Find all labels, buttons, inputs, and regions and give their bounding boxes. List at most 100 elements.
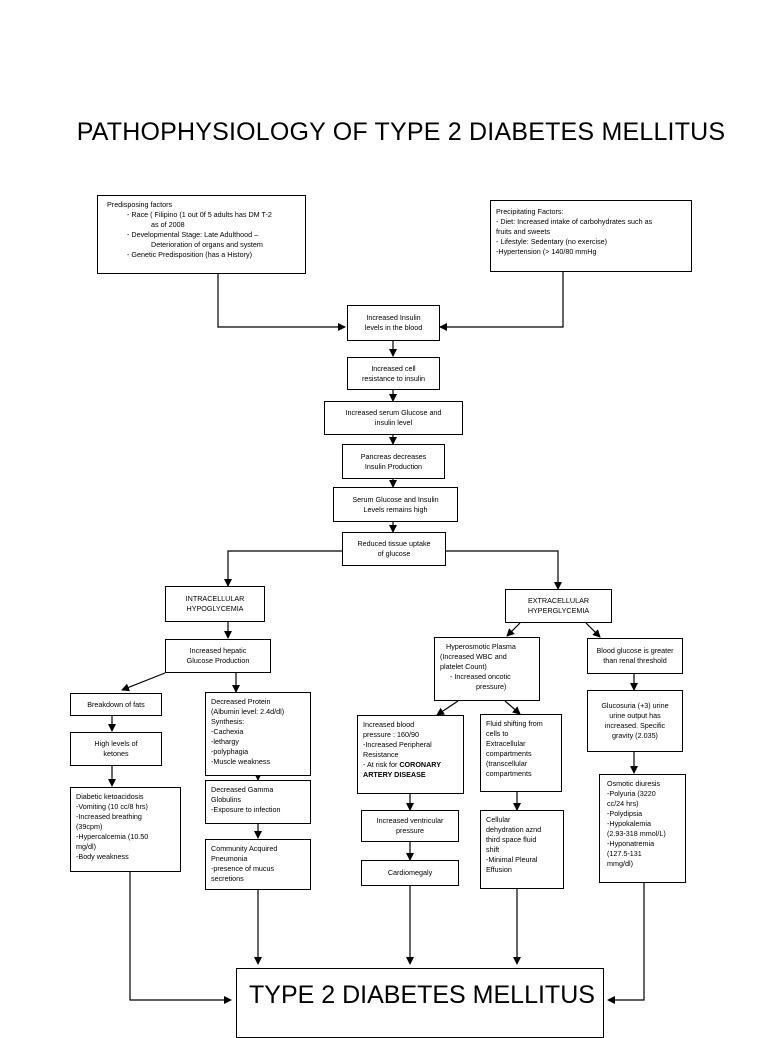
cardiomegaly-box: Cardiomegaly bbox=[361, 860, 459, 886]
fluid-shifting-box: Fluid shifting from cells to Extracellul… bbox=[480, 714, 562, 792]
pancreas-box: Pancreas decreases Insulin Production bbox=[342, 444, 445, 479]
node-text: (Albumin level: 2.4d/dl) bbox=[211, 707, 285, 716]
ketones-box: High levels of ketones bbox=[70, 732, 162, 766]
ventricular-pressure-box: Increased ventricular pressure bbox=[361, 810, 459, 842]
node-text: - At risk for CORONARY bbox=[363, 760, 458, 770]
node-text: cells to bbox=[486, 729, 509, 738]
node-text: -Increased breathing bbox=[76, 812, 142, 821]
node-text: -Polyuria (3220 bbox=[607, 789, 656, 798]
precipitating-heading: Precipitating Factors: bbox=[496, 207, 564, 216]
node-text: Hyperosmotic Plasma bbox=[446, 642, 516, 651]
node-text: -Exposure to infection bbox=[211, 805, 281, 814]
node-text: (2.93-318 mmol/L) bbox=[607, 829, 666, 838]
node-text: Community Acquired bbox=[211, 844, 278, 853]
node-text: Cardiomegaly bbox=[387, 868, 433, 877]
hyperosmotic-plasma-box: Hyperosmotic Plasma (Increased WBC and p… bbox=[434, 637, 540, 701]
cellular-dehydration-box: Cellular dehydration aznd third space fl… bbox=[480, 810, 564, 889]
node-text: (transcellular bbox=[486, 759, 528, 768]
node-text: Increased hepatic bbox=[189, 646, 247, 655]
glucose-insulin-high-box: Serum Glucose and Insulin Levels remains… bbox=[333, 487, 458, 522]
arrow-to-intracellular bbox=[224, 550, 342, 587]
node-text: pressure bbox=[396, 826, 424, 835]
node-text: (127.5-131 bbox=[607, 849, 642, 858]
final-outcome-text: TYPE 2 DIABETES MELLITUS bbox=[249, 981, 595, 1009]
glucosuria-box: Glucosuria (+3) urine urine output has i… bbox=[587, 690, 683, 752]
node-text: resistance to insulin bbox=[361, 373, 426, 383]
node-text: levels in the blood bbox=[364, 323, 423, 332]
node-text: gravity (2.035) bbox=[612, 731, 658, 740]
intracellular-hypoglycemia-box: INTRACELLULAR HYPOGLYCEMIA bbox=[165, 586, 265, 622]
node-text: -Cachexia bbox=[211, 727, 244, 736]
arrow-osmotic-to-final bbox=[607, 883, 645, 1004]
node-text: Decreased Gamma bbox=[211, 785, 274, 794]
osmotic-diuresis-box: Osmotic diuresis -Polyuria (3220 cc/24 h… bbox=[599, 774, 686, 883]
node-text: Decreased Protein bbox=[211, 697, 271, 706]
predisposing-factors-box: Predisposing factors - Race ( Filipino (… bbox=[97, 195, 306, 274]
predisposing-heading: Predisposing factors bbox=[107, 200, 173, 209]
node-text: Insulin Production bbox=[364, 461, 423, 471]
precipitating-line: - Lifestyle: Sedentary (no exercise) bbox=[496, 237, 608, 246]
node-text: platelet Count) bbox=[440, 662, 487, 671]
node-text: -presence of mucus bbox=[211, 864, 275, 873]
blood-pressure-box: Increased blood pressure : 160/90 -Incre… bbox=[357, 715, 464, 794]
node-text: EXTRACELLULAR bbox=[527, 596, 590, 605]
node-text: INTRACELLULAR bbox=[185, 594, 245, 603]
node-text: Fluid shifting from bbox=[486, 719, 543, 728]
node-text: compartments bbox=[486, 749, 532, 758]
node-text: -Vomiting (10 cc/8 hrs) bbox=[76, 802, 148, 811]
node-text: Globulins bbox=[211, 795, 241, 804]
node-text: urine output has bbox=[609, 711, 661, 720]
extracellular-hyperglycemia-box: EXTRACELLULAR HYPERGLYCEMIA bbox=[505, 589, 612, 623]
page-title: PATHOPHYSIOLOGY OF TYPE 2 DIABETES MELLI… bbox=[76, 118, 726, 146]
node-text: shift bbox=[486, 845, 500, 854]
gamma-globulins-box: Decreased Gamma Globulins -Exposure to i… bbox=[205, 780, 311, 824]
node-text: -Minimal Pleural bbox=[486, 855, 538, 864]
node-text: compartments bbox=[486, 769, 532, 778]
node-text: High levels of bbox=[94, 739, 138, 748]
risk-bold-text: CORONARY bbox=[399, 760, 442, 769]
node-text: than renal threshold bbox=[603, 656, 667, 665]
node-text: Synthesis: bbox=[211, 717, 245, 726]
node-text: of glucose bbox=[377, 549, 411, 558]
node-text: Glucose Production bbox=[186, 656, 250, 665]
node-text: -Polydipsia bbox=[607, 809, 643, 818]
node-text: Extracellular bbox=[486, 739, 526, 748]
predisposing-line: - Genetic Predisposition (has a History) bbox=[127, 250, 253, 259]
node-text: Osmotic diuresis bbox=[607, 779, 661, 788]
decreased-protein-box: Decreased Protein (Albumin level: 2.4d/d… bbox=[205, 692, 311, 776]
node-text: Increased ventricular bbox=[376, 816, 444, 825]
node-text: -Body weakness bbox=[76, 852, 129, 861]
node-text: pressure) bbox=[476, 682, 507, 691]
precipitating-line: - Diet: Increased intake of carbohydrate… bbox=[496, 217, 653, 226]
arrow-predisposing-to-insulin bbox=[217, 274, 346, 331]
node-text: third space fluid bbox=[486, 835, 537, 844]
arrow-to-fats bbox=[121, 672, 166, 692]
node-text: -lethargy bbox=[211, 737, 239, 746]
node-text: -Hypercalcemia (10.50 bbox=[76, 832, 149, 841]
node-text: Pneumonia bbox=[211, 854, 248, 863]
node-text: secretions bbox=[211, 874, 244, 883]
node-text: ketones bbox=[103, 749, 129, 758]
hepatic-glucose-box: Increased hepatic Glucose Production bbox=[165, 639, 271, 673]
breakdown-fats-box: Breakdown of fats bbox=[70, 693, 162, 716]
final-outcome-box: TYPE 2 DIABETES MELLITUS bbox=[236, 968, 604, 1038]
node-text: HYPOGLYCEMIA bbox=[186, 604, 244, 613]
node-text: Increased serum Glucose and bbox=[345, 408, 442, 417]
precipitating-line: fruits and sweets bbox=[496, 227, 550, 236]
node-text: Effusion bbox=[486, 865, 512, 874]
arrow-to-bp bbox=[436, 700, 459, 716]
node-text: -Hypokalemia bbox=[607, 819, 651, 828]
node-text: dehydration aznd bbox=[486, 825, 542, 834]
node-text: Blood glucose is greater bbox=[596, 646, 674, 655]
risk-bold-text: ARTERY DISEASE bbox=[363, 770, 426, 779]
arrow-to-hyperosmotic bbox=[506, 622, 521, 637]
arrow-to-renal bbox=[585, 622, 601, 638]
node-text: Increased cell bbox=[371, 363, 416, 373]
precipitating-factors-box: Precipitating Factors: - Diet: Increased… bbox=[490, 200, 692, 272]
renal-threshold-box: Blood glucose is greater than renal thre… bbox=[587, 638, 683, 674]
node-text: -Muscle weakness bbox=[211, 757, 271, 766]
node-text: mmg/dl) bbox=[607, 859, 633, 868]
node-text: (Increased WBC and bbox=[440, 652, 507, 661]
node-text: insulin level bbox=[374, 418, 413, 427]
